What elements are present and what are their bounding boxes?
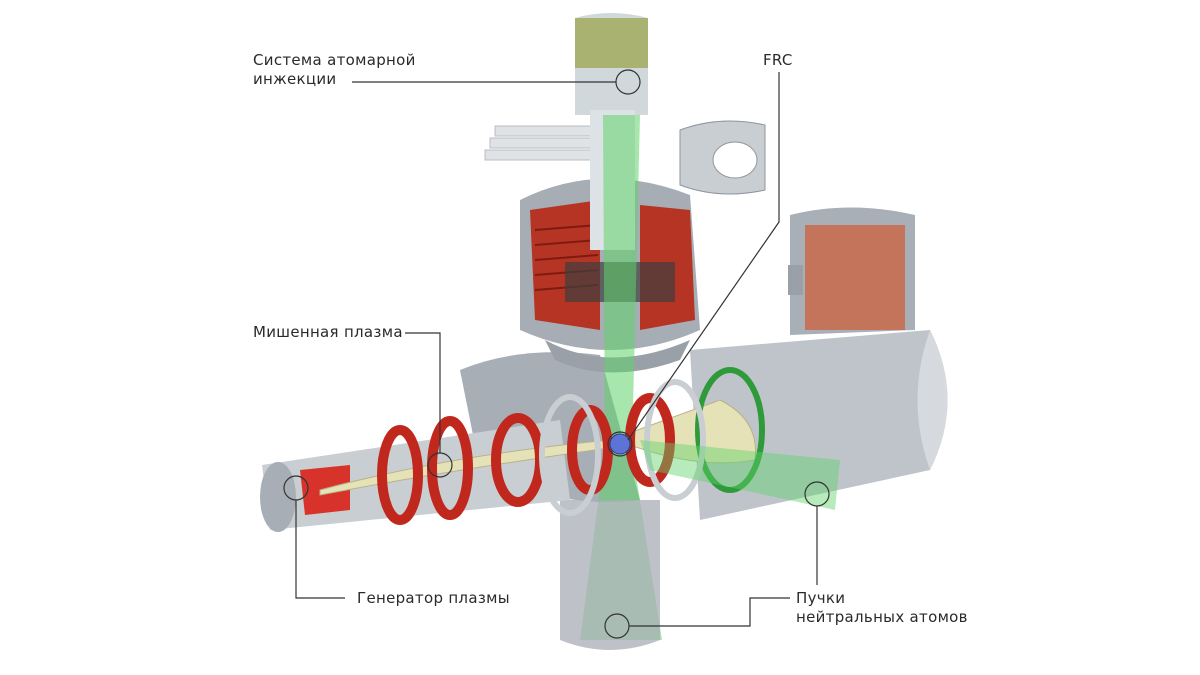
- label-plasma-generator: Генератор плазмы: [357, 589, 510, 607]
- label-frc: FRC: [763, 51, 793, 69]
- bottom-port: [560, 500, 660, 650]
- label-beams-line2: нейтральных атомов: [796, 608, 968, 626]
- magnetic-coils: [377, 393, 675, 525]
- label-beams-line1: Пучки: [796, 589, 846, 607]
- cooling-fins: [484, 125, 606, 161]
- label-injection-system: Система атомарной инжекции: [253, 51, 416, 89]
- label-injection-line1: Система атомарной: [253, 51, 416, 69]
- label-injection-line2: инжекции: [253, 70, 337, 88]
- label-neutral-beams: Пучки нейтральных атомов: [796, 589, 968, 627]
- leader-lines: [283, 69, 830, 639]
- oblique-neutral-beam: [640, 440, 840, 510]
- label-target-plasma: Мишенная плазма: [253, 323, 403, 341]
- green-ring: [695, 367, 765, 493]
- right-port-box: [788, 207, 915, 335]
- frc-core: [609, 433, 631, 455]
